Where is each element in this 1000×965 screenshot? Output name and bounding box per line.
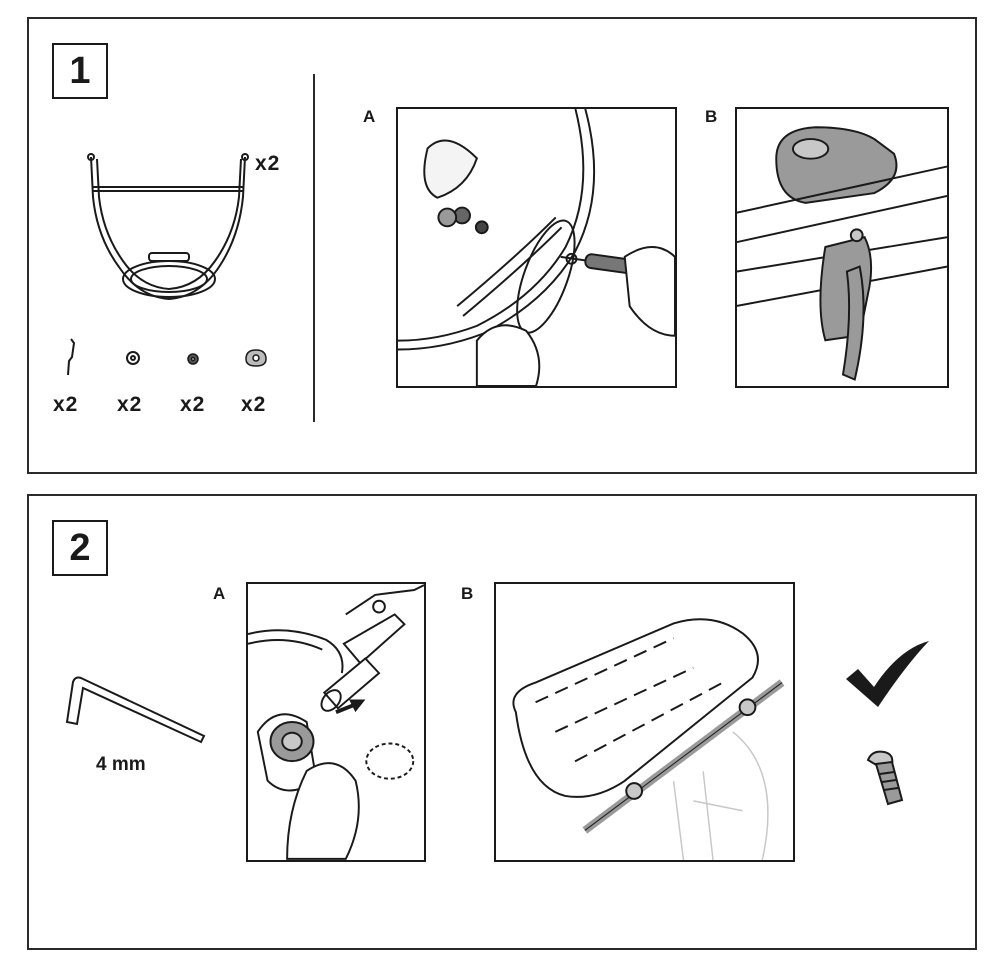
allen-key-icon <box>59 674 209 744</box>
step-1-panel: 1 x2 x2 x2 <box>27 17 977 474</box>
tool-size-label: 4 mm <box>96 754 146 775</box>
step-number-box: 1 <box>52 43 108 99</box>
bolt-icon <box>864 748 906 808</box>
nut-icon <box>185 351 201 367</box>
frame-quantity: x2 <box>255 152 281 175</box>
clip-quantity: x2 <box>241 393 267 416</box>
basket-frame-illustration <box>79 147 254 307</box>
strap-quantity: x2 <box>53 393 79 416</box>
nut-quantity: x2 <box>180 393 206 416</box>
step-2-panel: 2 4 mm A B <box>27 494 977 950</box>
figure-letter-1b: B <box>705 107 718 126</box>
figure-letter-2b: B <box>461 584 474 603</box>
clip-icon <box>243 347 269 369</box>
checkmark-icon <box>844 639 929 709</box>
step-number: 1 <box>69 49 91 92</box>
step-number-box: 2 <box>52 520 108 576</box>
panel-divider <box>313 74 315 422</box>
washer-icon <box>124 349 142 367</box>
figure-2a <box>246 582 426 862</box>
figure-letter-1a: A <box>363 107 376 126</box>
strap-icon <box>59 337 83 377</box>
washer-quantity: x2 <box>117 393 143 416</box>
figure-1a <box>396 107 677 388</box>
figure-1b <box>735 107 949 388</box>
figure-letter-2a: A <box>213 584 226 603</box>
step-number: 2 <box>69 526 91 569</box>
figure-2b <box>494 582 795 862</box>
